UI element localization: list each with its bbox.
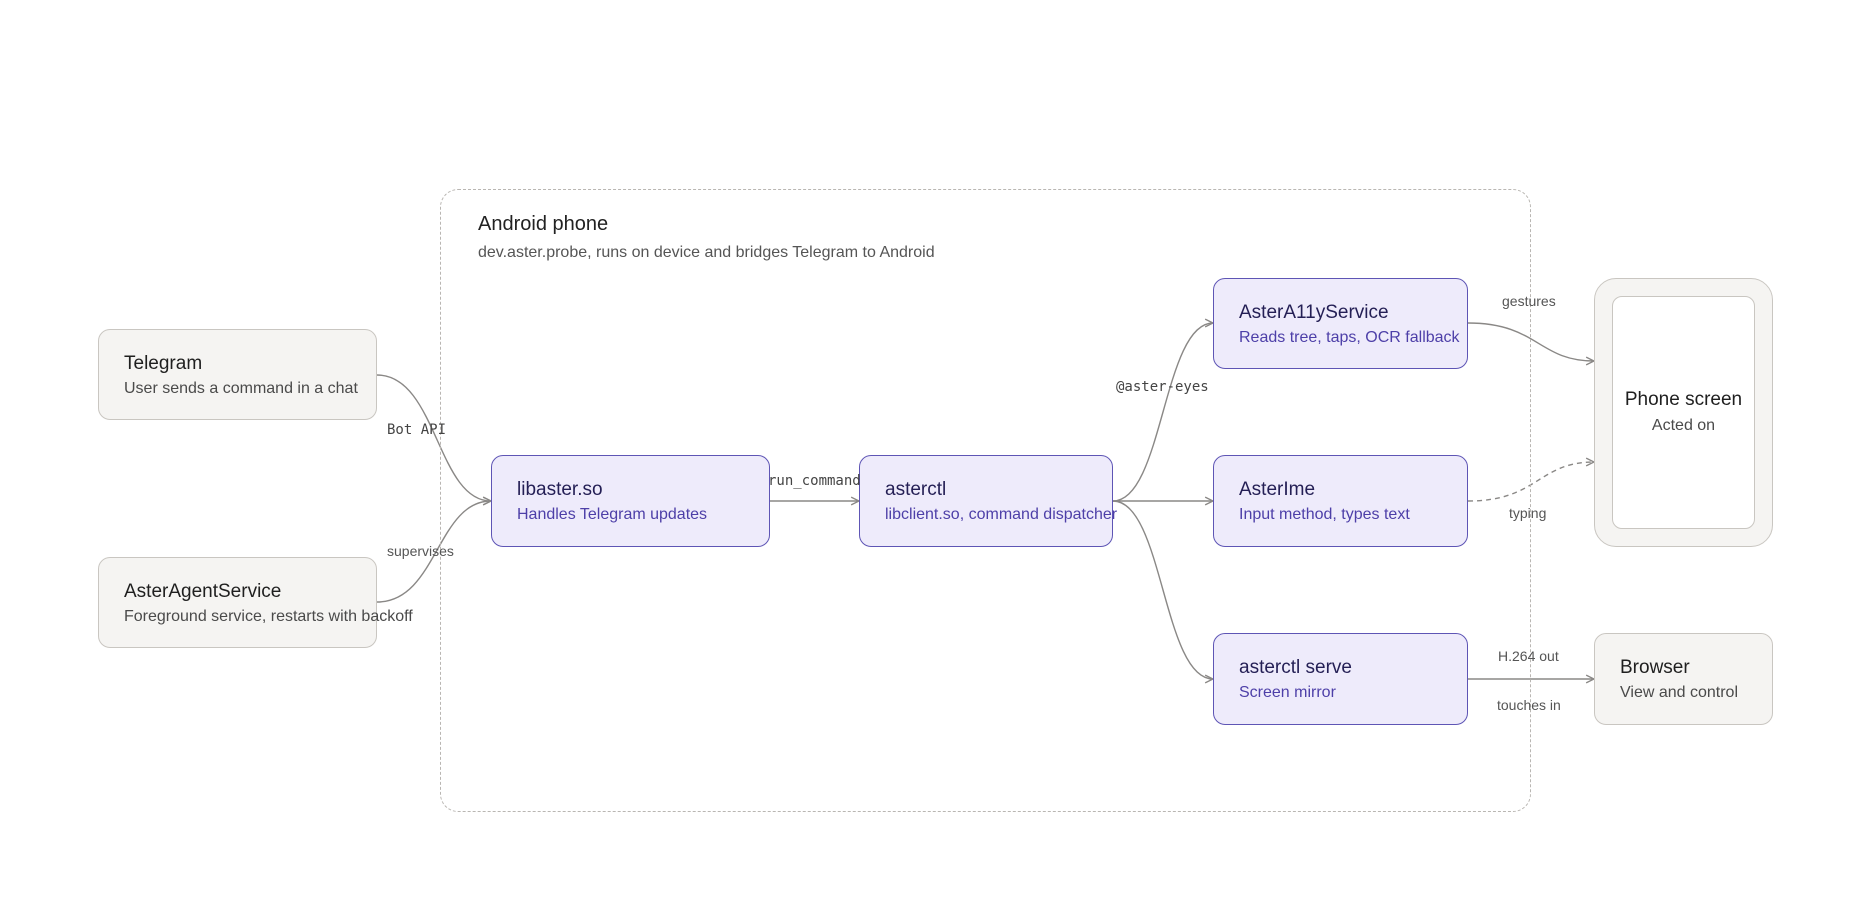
node-title: Phone screen (1624, 389, 1743, 410)
node-title: libaster.so (517, 479, 603, 500)
node-title: Telegram (124, 353, 203, 374)
node-subtitle: Reads tree, taps, OCR fallback (1239, 329, 1460, 346)
node-subtitle: Acted on (1651, 417, 1716, 434)
edge-asterctl-a11y (1112, 323, 1213, 502)
asterctl-node[interactable]: asterctl libclient.so, command dispatche… (859, 455, 1117, 547)
node-subtitle: Screen mirror (1239, 684, 1336, 701)
node-subtitle: Foreground service, restarts with backof… (124, 608, 413, 625)
node-title: AsterIme (1239, 479, 1316, 500)
browser-node[interactable]: Browser View and control (1594, 633, 1773, 725)
edge-label-typing: typing (1509, 505, 1547, 521)
edge-label-touches-in: touches in (1497, 697, 1561, 713)
telegram-node[interactable]: Telegram User sends a command in a chat (98, 329, 377, 420)
node-subtitle: Handles Telegram updates (517, 506, 708, 523)
aster-ime-node[interactable]: AsterIme Input method, types text (1213, 455, 1468, 547)
edge-label-run-command: run_command (768, 473, 861, 489)
edge-label-h264-out: H.264 out (1498, 648, 1559, 664)
node-title: AsterA11yService (1239, 302, 1389, 323)
edge-ime-phone (1467, 462, 1594, 502)
node-subtitle: libclient.so, command dispatcher (885, 506, 1118, 523)
edge-asterctl-serve (1112, 500, 1213, 679)
android-phone-group (440, 189, 1531, 812)
node-title: asterctl serve (1239, 657, 1352, 678)
node-title: Browser (1620, 657, 1690, 678)
node-subtitle: View and control (1620, 684, 1738, 701)
edge-agent-libaster (376, 501, 491, 603)
node-subtitle: User sends a command in a chat (124, 380, 358, 397)
aster-agent-service-node[interactable]: AsterAgentService Foreground service, re… (98, 557, 413, 648)
asterctl-serve-node[interactable]: asterctl serve Screen mirror (1213, 633, 1468, 725)
node-subtitle: Input method, types text (1239, 506, 1410, 523)
group-subtitle: dev.aster.probe, runs on device and brid… (478, 244, 935, 261)
edge-label-gestures: gestures (1502, 293, 1556, 309)
aster-a11y-service-node[interactable]: AsterA11yService Reads tree, taps, OCR f… (1213, 278, 1468, 369)
node-title: AsterAgentService (124, 581, 282, 602)
edge-label-supervises: supervises (387, 543, 454, 559)
phone-screen-display (1612, 296, 1755, 529)
node-title: asterctl (885, 479, 947, 500)
edge-telegram-libaster (376, 374, 491, 501)
libaster-node[interactable]: libaster.so Handles Telegram updates (491, 455, 770, 547)
phone-screen-node[interactable]: Phone screen Acted on (1594, 278, 1773, 547)
group-title: Android phone (478, 213, 609, 235)
edge-label-aster-eyes: @aster-eyes (1116, 379, 1209, 395)
edge-label-bot-api: Bot API (387, 422, 447, 438)
edge-a11y-phone (1467, 322, 1594, 361)
